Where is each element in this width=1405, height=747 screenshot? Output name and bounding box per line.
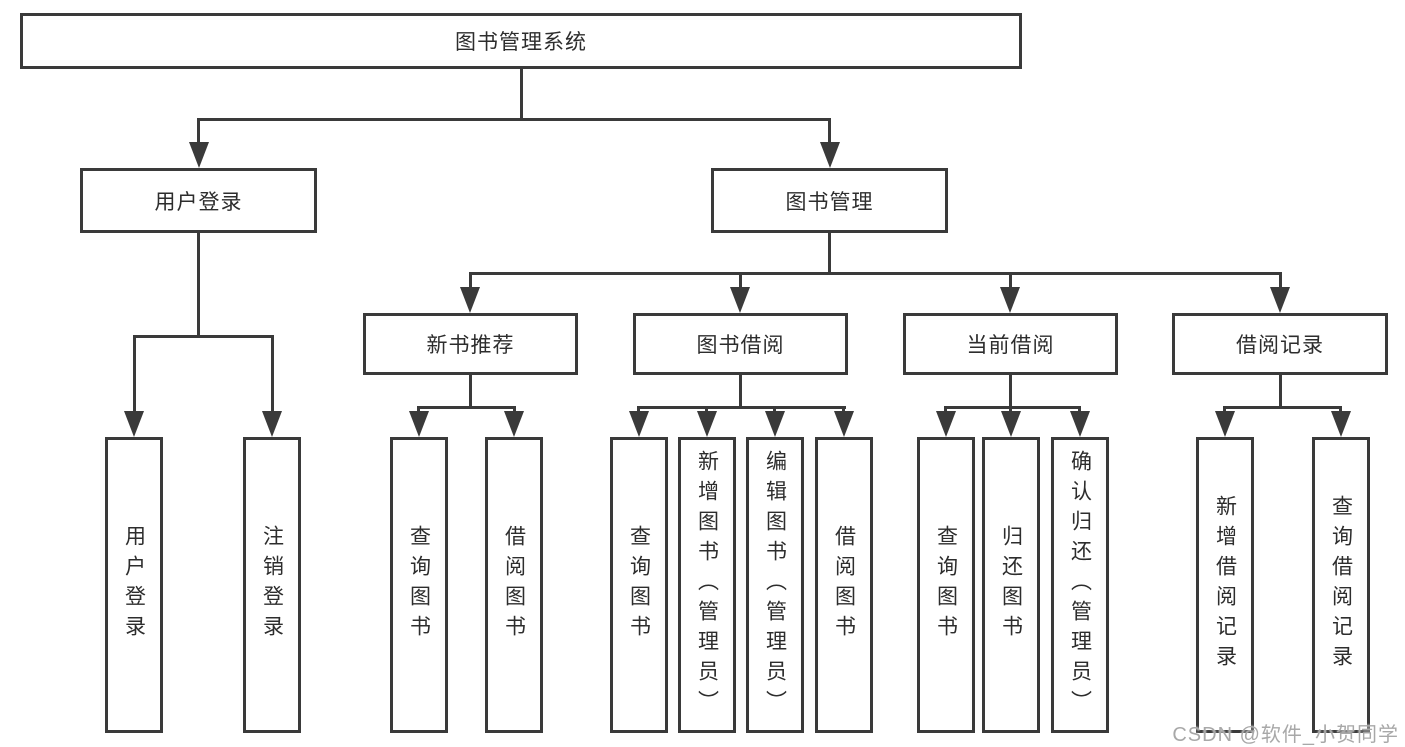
connector-line: [739, 375, 742, 406]
arrowhead-icon: [1000, 287, 1020, 313]
connector-line: [133, 335, 136, 412]
node-library-management-system: 图书管理系统: [20, 13, 1022, 69]
connector-line: [417, 406, 420, 412]
connector-line: [1009, 375, 1012, 406]
connector-line: [469, 375, 472, 406]
leaf-logout-login: 注销登录: [243, 437, 301, 733]
node-book-borrow: 图书借阅: [633, 313, 848, 375]
arrowhead-icon: [834, 411, 854, 437]
connector-line: [705, 406, 708, 412]
leaf-label: 查询图书: [407, 525, 431, 645]
leaf-query-borrow-record: 查询借阅记录: [1312, 437, 1370, 733]
connector-line: [1279, 272, 1282, 288]
leaf-query-books-borrow: 查询图书: [610, 437, 668, 733]
leaf-edit-books-admin: 编辑图书（管理员）: [746, 437, 804, 733]
leaf-borrow-books-recommend: 借阅图书: [485, 437, 543, 733]
connector-line: [271, 335, 274, 412]
leaf-label: 新增借阅记录: [1213, 495, 1237, 675]
leaf-borrow-books: 借阅图书: [815, 437, 873, 733]
connector-line: [520, 69, 523, 118]
connector-line: [197, 233, 200, 335]
node-label: 新书推荐: [426, 334, 515, 357]
leaf-label: 借阅图书: [832, 525, 856, 645]
connector-line: [469, 272, 1282, 275]
connector-line: [842, 406, 845, 412]
leaf-label: 新增图书（管理员）: [695, 450, 719, 720]
leaf-query-books-current: 查询图书: [917, 437, 975, 733]
connector-line: [944, 406, 947, 412]
leaf-label: 查询图书: [934, 525, 958, 645]
leaf-confirm-return-admin: 确认归还（管理员）: [1051, 437, 1109, 733]
arrowhead-icon: [629, 411, 649, 437]
csdn-watermark: CSDN @软件_小贺同学: [1172, 724, 1399, 746]
arrowhead-icon: [409, 411, 429, 437]
arrowhead-icon: [936, 411, 956, 437]
arrowhead-icon: [1331, 411, 1351, 437]
node-new-book-recommend: 新书推荐: [363, 313, 578, 375]
arrowhead-icon: [262, 411, 282, 437]
leaf-label: 确认归还（管理员）: [1068, 450, 1092, 720]
connector-line: [197, 118, 831, 121]
leaf-label: 注销登录: [260, 525, 284, 645]
connector-line: [773, 406, 776, 412]
arrowhead-icon: [124, 411, 144, 437]
connector-line: [828, 118, 831, 144]
arrowhead-icon: [820, 142, 840, 168]
connector-line: [197, 118, 200, 144]
leaf-query-books-recommend: 查询图书: [390, 437, 448, 733]
connector-line: [637, 406, 846, 409]
leaf-label: 归还图书: [999, 525, 1023, 645]
node-current-borrow: 当前借阅: [903, 313, 1118, 375]
connector-line: [1009, 272, 1012, 288]
leaf-add-borrow-record: 新增借阅记录: [1196, 437, 1254, 733]
leaf-label: 查询图书: [627, 525, 651, 645]
arrowhead-icon: [504, 411, 524, 437]
arrowhead-icon: [697, 411, 717, 437]
node-label: 图书借阅: [696, 334, 785, 357]
node-borrow-records: 借阅记录: [1172, 313, 1388, 375]
connector-line: [417, 406, 516, 409]
connector-line: [469, 272, 472, 288]
connector-line: [944, 406, 1081, 409]
node-user-login: 用户登录: [80, 168, 317, 233]
arrowhead-icon: [730, 287, 750, 313]
leaf-label: 查询借阅记录: [1329, 495, 1353, 675]
connector-line: [1223, 406, 1342, 409]
node-label: 图书管理系统: [455, 31, 587, 54]
arrowhead-icon: [1215, 411, 1235, 437]
arrowhead-icon: [460, 287, 480, 313]
node-label: 当前借阅: [966, 334, 1055, 357]
leaf-return-books: 归还图书: [982, 437, 1040, 733]
connector-line: [637, 406, 640, 412]
connector-line: [133, 335, 274, 338]
connector-line: [1279, 375, 1282, 406]
arrowhead-icon: [1270, 287, 1290, 313]
leaf-label: 用户登录: [122, 525, 146, 645]
arrowhead-icon: [1001, 411, 1021, 437]
node-label: 图书管理: [785, 190, 874, 214]
node-label: 借阅记录: [1236, 334, 1324, 357]
connector-line: [739, 272, 742, 288]
connector-line: [1223, 406, 1226, 412]
connector-line: [828, 233, 831, 272]
leaf-add-books-admin: 新增图书（管理员）: [678, 437, 736, 733]
arrowhead-icon: [1070, 411, 1090, 437]
connector-line: [1078, 406, 1081, 412]
connector-line: [513, 406, 516, 412]
node-label: 用户登录: [154, 190, 243, 214]
connector-line: [1009, 406, 1012, 412]
arrowhead-icon: [765, 411, 785, 437]
leaf-label: 借阅图书: [502, 525, 526, 645]
leaf-user-login: 用户登录: [105, 437, 163, 733]
connector-line: [1339, 406, 1342, 412]
arrowhead-icon: [189, 142, 209, 168]
node-book-management: 图书管理: [711, 168, 948, 233]
leaf-label: 编辑图书（管理员）: [763, 450, 787, 720]
